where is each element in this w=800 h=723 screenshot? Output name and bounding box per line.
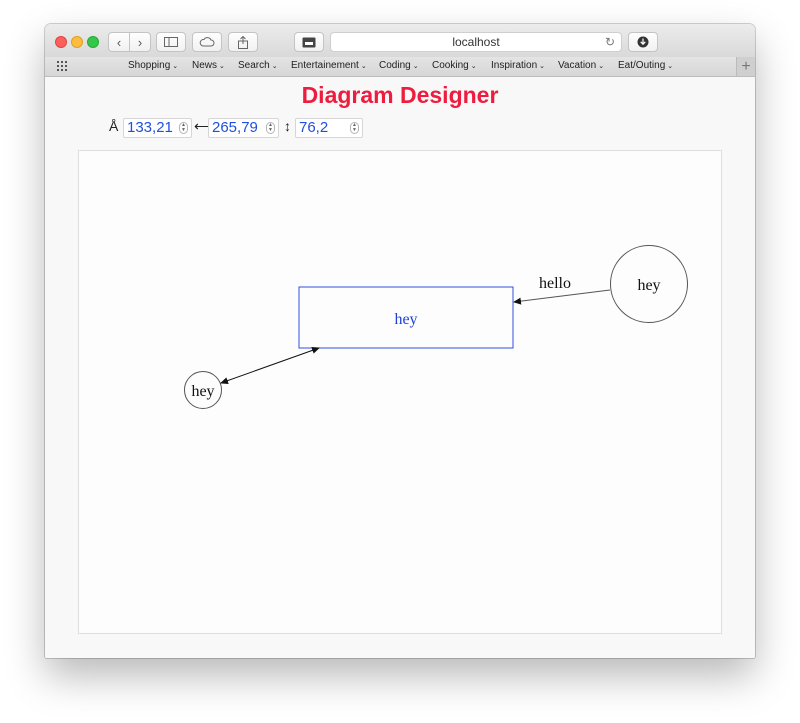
bookmark-shopping[interactable]: Shopping⌄	[128, 60, 179, 71]
sidebar-button[interactable]	[156, 32, 186, 52]
zoom-window-button[interactable]	[87, 36, 99, 48]
small-circle-label: hey	[191, 383, 214, 400]
address-bar[interactable]: localhost ↻	[330, 32, 622, 52]
diagram-canvas[interactable]: hey hey hey hello	[78, 150, 722, 634]
reader-button[interactable]	[294, 32, 324, 52]
sidebar-icon	[164, 37, 178, 47]
bookmark-vacation[interactable]: Vacation⌄	[558, 60, 605, 71]
page-content: Diagram Designer Å 133,21 ▲▼ ⟷ 265,79 ▲▼…	[45, 77, 755, 658]
large-circle-node[interactable]	[610, 245, 688, 323]
bookmark-eat-outing[interactable]: Eat/Outing⌄	[618, 60, 674, 71]
edge-label: hello	[539, 275, 571, 292]
url-text: localhost	[452, 35, 500, 49]
rect-node[interactable]	[298, 286, 514, 349]
minimize-window-button[interactable]	[71, 36, 83, 48]
bookmark-news[interactable]: News⌄	[192, 60, 225, 71]
icloud-icon	[199, 37, 215, 47]
bookmark-entertainement[interactable]: Entertainement⌄	[291, 60, 367, 71]
bookmark-coding[interactable]: Coding⌄	[379, 60, 419, 71]
small-circle-node[interactable]	[184, 371, 222, 409]
diagram-svg: hey hey hey hello	[184, 245, 688, 409]
close-window-button[interactable]	[55, 36, 67, 48]
reader-icon	[302, 37, 316, 47]
anchor-icon: Å	[109, 118, 119, 134]
back-button[interactable]: ‹	[108, 32, 130, 52]
position-stepper[interactable]: ▲▼	[179, 122, 188, 134]
back-icon: ‹	[116, 34, 122, 50]
download-icon	[637, 36, 649, 48]
downloads-button[interactable]	[628, 32, 658, 52]
apps-grid-icon[interactable]	[57, 61, 69, 71]
position-field[interactable]: 133,21 ▲▼	[123, 118, 192, 138]
bookmarks-bar: Shopping⌄ News⌄ Search⌄ Entertainement⌄ …	[45, 57, 755, 77]
large-circle-label: hey	[637, 277, 660, 294]
forward-icon: ›	[137, 34, 143, 50]
height-value: 76,2	[299, 119, 329, 136]
bookmark-search[interactable]: Search⌄	[238, 60, 278, 71]
bookmark-inspiration[interactable]: Inspiration⌄	[491, 60, 546, 71]
share-button[interactable]	[228, 32, 258, 52]
title-bar: ‹ ›	[45, 24, 755, 58]
height-icon: ↕	[284, 118, 291, 134]
forward-button[interactable]: ›	[129, 32, 151, 52]
edge-circle-to-rect[interactable]	[513, 289, 611, 305]
height-stepper[interactable]: ▲▼	[350, 122, 359, 134]
page-title: Diagram Designer	[301, 82, 499, 108]
share-icon	[238, 35, 248, 49]
height-field[interactable]: 76,2 ▲▼	[295, 118, 363, 138]
width-field[interactable]: 265,79 ▲▼	[208, 118, 279, 138]
edge-small-circle-to-rect[interactable]	[220, 347, 320, 384]
new-tab-button[interactable]: +	[736, 57, 755, 76]
icloud-tabs-button[interactable]	[192, 32, 222, 52]
rect-node-label: hey	[394, 311, 417, 328]
reload-icon[interactable]: ↻	[604, 35, 615, 49]
browser-window: ‹ ›	[45, 24, 755, 658]
position-value: 133,21	[127, 119, 173, 136]
width-value: 265,79	[212, 119, 258, 136]
plus-icon: +	[741, 57, 751, 75]
width-stepper[interactable]: ▲▼	[266, 122, 275, 134]
bookmark-cooking[interactable]: Cooking⌄	[432, 60, 477, 71]
